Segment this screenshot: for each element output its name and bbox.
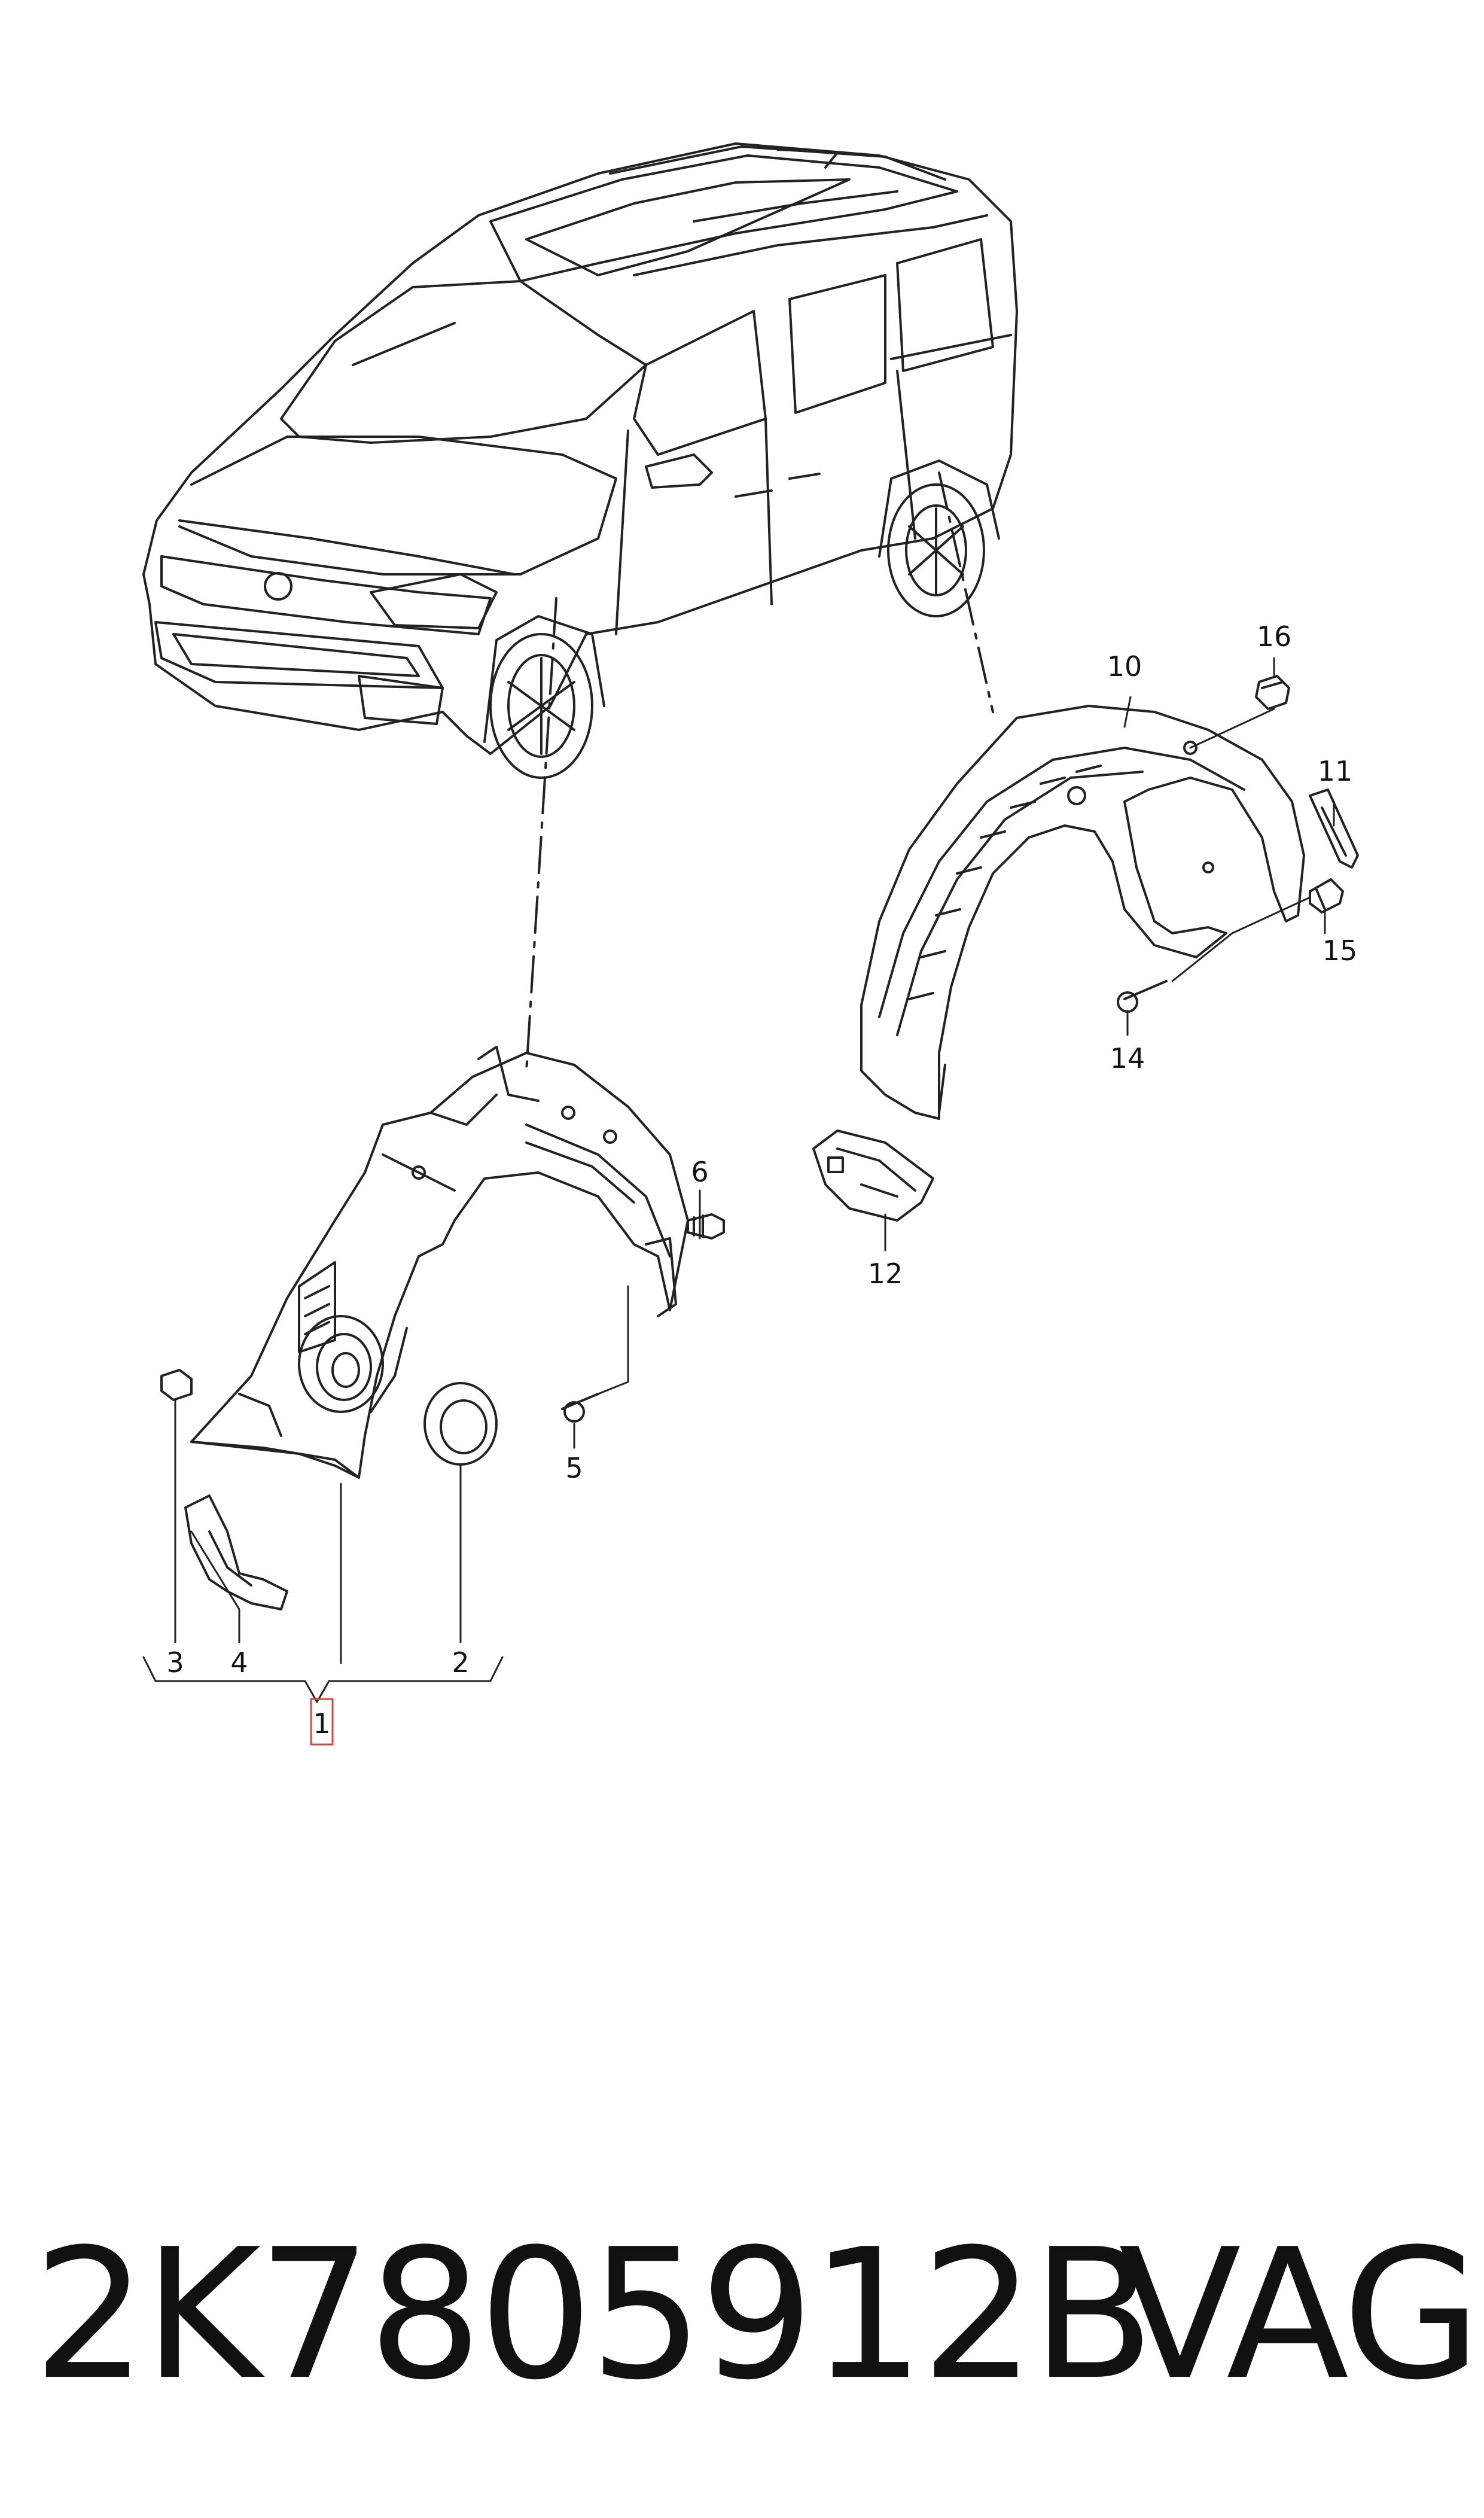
callout-2: 2	[452, 1646, 469, 1679]
clip-part-3	[160, 1369, 193, 1401]
callout-leaders-front	[142, 1189, 701, 1703]
highlight-box-part-1	[310, 1698, 334, 1746]
clip-part-16	[1255, 675, 1290, 710]
clip-part-11	[1309, 788, 1359, 869]
callout-5: 5	[565, 1452, 583, 1484]
leader-lines	[525, 471, 994, 1072]
part-number: 2K7805912B	[33, 2211, 1154, 2419]
screw-part-14	[1117, 980, 1168, 1013]
callout-6: 6	[691, 1156, 708, 1188]
rear-wheel-arch-liner	[860, 705, 1305, 1120]
callout-1: 1	[313, 1707, 330, 1740]
callout-14: 14	[1110, 1042, 1145, 1074]
callout-labels: 1 2 3 4 5 6 10 11 12 14 15 16	[166, 620, 1358, 1746]
screw-part-5	[561, 1393, 599, 1423]
callout-3: 3	[166, 1646, 184, 1679]
callout-10: 10	[1107, 650, 1142, 683]
rivet-part-6	[687, 1213, 725, 1240]
van-illustration	[142, 142, 1018, 779]
bracket-part-4	[184, 1494, 288, 1610]
callout-12: 12	[868, 1258, 903, 1290]
callout-16: 16	[1257, 620, 1292, 653]
callout-15: 15	[1323, 934, 1358, 967]
rivet-part-15	[1309, 878, 1344, 914]
callout-4: 4	[230, 1646, 248, 1679]
front-wheel-arch-liner	[190, 1046, 689, 1479]
callout-leaders-rear	[884, 657, 1335, 1252]
grommet-part-2	[423, 1382, 498, 1466]
brand-label: VAG	[1119, 2211, 1481, 2419]
callout-11: 11	[1318, 755, 1353, 787]
bracket-part-12	[812, 1129, 934, 1222]
